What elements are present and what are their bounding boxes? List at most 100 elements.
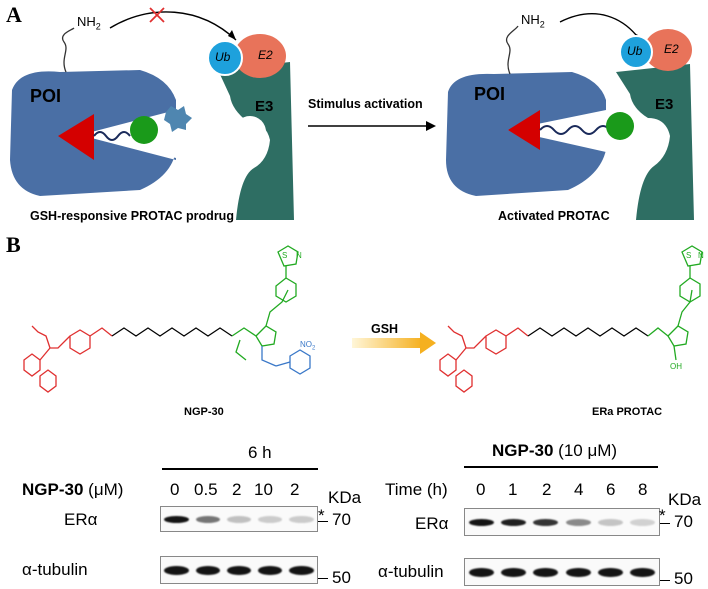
e2-label-right: E2 xyxy=(664,42,679,56)
right-lane-1: 1 xyxy=(508,480,518,499)
left-lane-0: 0 xyxy=(170,480,180,499)
left-tubulin-band-4 xyxy=(289,565,314,575)
e3-label-left: E3 xyxy=(255,98,274,115)
left-era-blot xyxy=(160,506,318,532)
right-blot-header: NGP-30 (10 μM) xyxy=(492,441,618,460)
ubiquitination-arrow xyxy=(559,13,641,41)
right-era-band-2 xyxy=(533,518,559,526)
era-protac-structure-name: ERa PROTAC xyxy=(592,406,663,418)
right-tubulin-band-2 xyxy=(533,567,559,577)
hydroxyl-label: OH xyxy=(670,362,682,371)
right-era-band-0 xyxy=(468,518,494,526)
left-mw70-tick xyxy=(318,521,328,522)
right-lane-5: 8 xyxy=(638,480,648,499)
activated-protac-caption: Activated PROTAC xyxy=(498,209,610,223)
e2-shape-right xyxy=(644,29,692,71)
nh2-label-right: NH2 xyxy=(521,12,545,30)
left-conc-header: NGP-30 (μM) xyxy=(22,480,124,499)
left-lane-2: 2 xyxy=(232,480,242,499)
no2-label: NO2 xyxy=(300,340,316,352)
left-lane-labels: 0 0.5 2 10 2 xyxy=(162,480,318,500)
left-tubulin-blot xyxy=(160,556,318,584)
right-tubulin-band-1 xyxy=(500,567,527,577)
left-kda-label: KDa xyxy=(328,488,362,507)
lysine-chain-left xyxy=(61,27,75,73)
right-era-band-3 xyxy=(565,518,591,526)
right-lane-4: 6 xyxy=(606,480,616,499)
warhead-right xyxy=(508,110,540,150)
left-era-band-2 xyxy=(226,515,252,523)
right-era-row-label: ERα xyxy=(415,514,449,533)
left-lane-1: 0.5 xyxy=(194,480,218,499)
e3-label-right: E3 xyxy=(655,96,674,113)
poi-label-left: POI xyxy=(30,86,62,106)
right-mw70: 70 xyxy=(674,512,693,531)
ub-label-right: Ub xyxy=(627,44,643,58)
right-star: * xyxy=(659,506,666,525)
e2-label-left: E2 xyxy=(258,48,273,62)
poi-protein-left xyxy=(10,70,176,196)
right-lane-labels: 0 1 2 4 6 8 xyxy=(466,480,660,500)
linker-right xyxy=(539,125,611,135)
left-mw50: 50 xyxy=(332,568,351,587)
left-tubulin-band-1 xyxy=(195,565,220,575)
right-lane-0: 0 xyxy=(476,480,486,499)
ub-circle-left xyxy=(207,40,243,76)
left-tubulin-band-2 xyxy=(226,565,252,575)
gsh-arrow-head xyxy=(420,332,436,354)
right-era-band-1 xyxy=(500,518,527,526)
panel-a-label: A xyxy=(6,2,22,27)
left-mw50-tick xyxy=(318,578,328,579)
thiazole-s-left: S xyxy=(282,251,288,260)
left-era-band-3 xyxy=(258,515,283,523)
right-time-label: Time (h) xyxy=(385,480,448,499)
right-era-band-5 xyxy=(630,518,656,526)
poi-label-right: POI xyxy=(474,84,506,104)
e3-ligase-right xyxy=(616,64,694,220)
right-era-blot xyxy=(464,508,660,536)
stimulus-activation-label: Stimulus activation xyxy=(308,97,423,111)
linker-left xyxy=(93,131,131,141)
left-mw70: 70 xyxy=(332,510,351,529)
right-mw70-tick xyxy=(660,523,670,524)
right-tubulin-band-4 xyxy=(597,567,624,577)
gsh-label: GSH xyxy=(371,322,399,336)
ngp30-structure-name: NGP-30 xyxy=(184,406,224,418)
prodrug-caption: GSH-responsive PROTAC prodrug xyxy=(30,209,234,223)
ub-circle-right xyxy=(619,35,653,69)
thiazole-s-right: S xyxy=(686,251,692,260)
right-tubulin-band-5 xyxy=(630,567,656,577)
panel-b-label: B xyxy=(6,232,21,257)
left-lane-3: 10 xyxy=(254,480,273,499)
left-era-band-4 xyxy=(289,515,314,523)
e3-ligase-left xyxy=(218,62,294,220)
thiazole-n-right: N xyxy=(698,251,704,260)
lysine-chain-right xyxy=(505,25,519,75)
left-time-bar xyxy=(162,468,318,470)
left-era-row-label: ERα xyxy=(64,510,98,529)
left-tubulin-band-3 xyxy=(258,565,283,575)
chemical-structures xyxy=(23,245,703,393)
right-tubulin-blot xyxy=(464,558,660,586)
gsh-arrow-body xyxy=(352,338,422,348)
right-lane-3: 4 xyxy=(574,480,584,499)
right-lane-2: 2 xyxy=(542,480,552,499)
e3-ligand-left xyxy=(130,116,158,144)
right-mw50-tick xyxy=(660,580,670,581)
right-header-bar xyxy=(464,466,658,468)
left-era-band-1 xyxy=(195,515,220,523)
right-tubulin-row-label: α-tubulin xyxy=(378,562,444,581)
cage-group xyxy=(164,106,192,132)
right-tubulin-band-3 xyxy=(565,567,591,577)
left-lane-4: 2 xyxy=(290,480,300,499)
blocked-arrow xyxy=(109,11,237,41)
left-tubulin-row-label: α-tubulin xyxy=(22,560,88,579)
right-mw50: 50 xyxy=(674,569,693,588)
right-tubulin-band-0 xyxy=(468,567,494,577)
right-kda-label: KDa xyxy=(668,490,702,509)
left-star: * xyxy=(318,506,325,525)
ub-label-left: Ub xyxy=(215,50,231,64)
panel-a-schematic xyxy=(10,7,694,220)
e3-ligand-right xyxy=(606,112,634,140)
left-tubulin-band-0 xyxy=(164,565,189,575)
